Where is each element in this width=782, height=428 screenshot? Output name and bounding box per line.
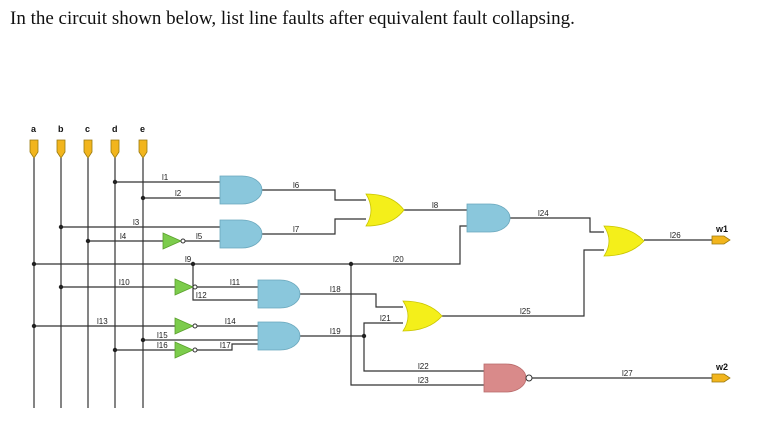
- question-text: In the circuit shown below, list line fa…: [10, 8, 575, 29]
- line-label-l26: l26: [670, 231, 681, 240]
- line-label-l18: l18: [330, 285, 341, 294]
- not-gate: [174, 341, 194, 359]
- line-label-l10: l10: [119, 278, 130, 287]
- or-gate: [603, 225, 645, 257]
- input-label-a: a: [31, 124, 37, 134]
- line-label-l24: l24: [538, 209, 549, 218]
- input-pins: a b c d e: [29, 124, 148, 162]
- or-gate: [402, 300, 443, 332]
- line-label-l25: l25: [520, 307, 531, 316]
- line-label-l16: l16: [157, 341, 168, 350]
- output-pins: w1 w2: [711, 224, 731, 383]
- line-label-l15: l15: [157, 331, 168, 340]
- and-gate: [257, 279, 301, 309]
- input-label-d: d: [112, 124, 118, 134]
- input-pin-d: [110, 139, 120, 159]
- line-label-l3: l3: [133, 218, 140, 227]
- line-label-l19: l19: [330, 327, 341, 336]
- not-gate: [162, 232, 182, 250]
- output-pin-w1: [711, 235, 731, 245]
- and-gate: [466, 203, 511, 233]
- line-label-l23: l23: [418, 376, 429, 385]
- nand-bubble: [525, 374, 533, 382]
- line-label-l27: l27: [622, 369, 633, 378]
- junction-dots: [31, 179, 367, 353]
- input-pin-c: [83, 139, 93, 159]
- line-label-l14: l14: [225, 317, 236, 326]
- input-label-b: b: [58, 124, 64, 134]
- input-pin-e: [138, 139, 148, 159]
- line-label-l21: l21: [380, 314, 391, 323]
- line-label-l12: l12: [196, 291, 207, 300]
- line-label-l8: l8: [432, 201, 439, 210]
- not-bubble: [180, 238, 186, 244]
- line-label-l9: l9: [185, 255, 192, 264]
- line-label-l22: l22: [418, 362, 429, 371]
- not-gate: [174, 317, 194, 335]
- line-label-l20: l20: [393, 255, 404, 264]
- not-bubble: [192, 323, 198, 329]
- and-gate: [219, 219, 263, 249]
- line-label-l1: l1: [162, 173, 169, 182]
- input-label-e: e: [140, 124, 145, 134]
- line-label-l13: l13: [97, 317, 108, 326]
- gates: [162, 175, 645, 393]
- and-gate: [257, 321, 301, 351]
- and-gate: [219, 175, 263, 205]
- output-pin-w2: [711, 373, 731, 383]
- line-label-l5: l5: [196, 232, 203, 241]
- line-label-l4: l4: [120, 232, 127, 241]
- line-label-l7: l7: [293, 225, 300, 234]
- line-label-l2: l2: [175, 189, 182, 198]
- output-label-w1: w1: [715, 224, 728, 234]
- output-label-w2: w2: [715, 362, 728, 372]
- not-bubble: [192, 347, 198, 353]
- not-gate: [174, 278, 194, 296]
- nand-gate: [483, 363, 527, 393]
- input-pin-b: [56, 139, 66, 159]
- line-label-l11: l11: [230, 278, 241, 287]
- or-gate: [365, 193, 405, 227]
- line-label-l6: l6: [293, 181, 300, 190]
- not-bubble: [192, 284, 198, 290]
- line-label-l17: l17: [220, 341, 231, 350]
- input-label-c: c: [85, 124, 90, 134]
- input-pin-a: [29, 139, 39, 159]
- input-buses: [33, 162, 144, 408]
